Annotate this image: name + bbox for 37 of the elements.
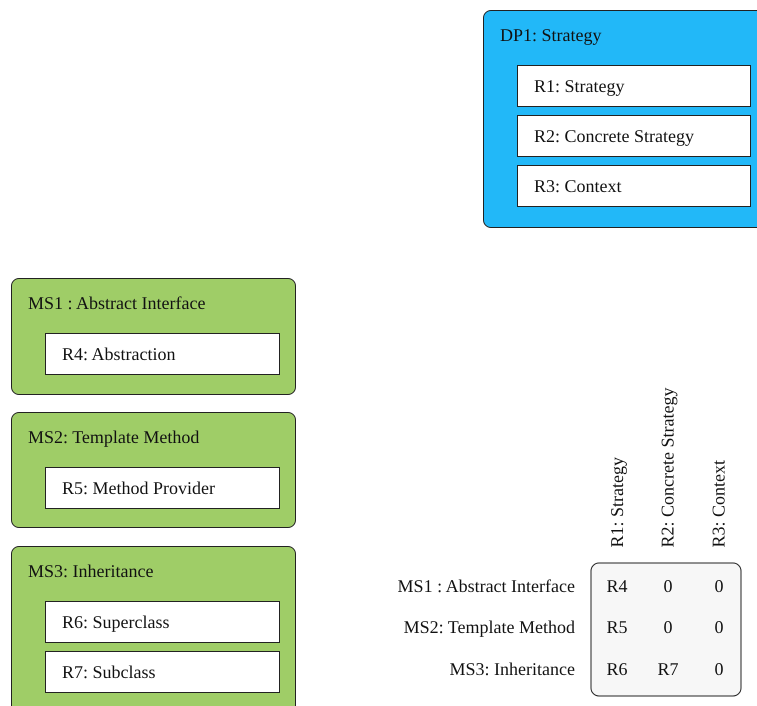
row-header: MS3: Inheritance xyxy=(450,659,575,680)
matrix-cell: 0 xyxy=(714,576,724,597)
group-box xyxy=(11,546,296,706)
matrix-cell: 0 xyxy=(714,617,724,638)
matrix-cell: 0 xyxy=(664,617,672,638)
row-header: MS2: Template Method xyxy=(404,617,575,638)
matrix-cell: R6 xyxy=(606,659,628,680)
role-label: R7: Subclass xyxy=(61,662,156,682)
row-header: MS1 : Abstract Interface xyxy=(398,576,575,597)
role-label: R3: Context xyxy=(533,176,622,196)
group-title: MS3: Inheritance xyxy=(28,561,154,582)
group-title: MS2: Template Method xyxy=(28,427,200,448)
role-label: R1: Strategy xyxy=(533,76,624,96)
role-label: R5: Method Provider xyxy=(61,478,215,498)
role-label: R2: Concrete Strategy xyxy=(533,126,694,146)
role-box xyxy=(517,165,751,207)
column-header: R1: Strategy xyxy=(606,457,628,548)
matrix-cell: 0 xyxy=(714,659,724,680)
role-label: R6: Superclass xyxy=(61,612,170,632)
matrix-cell: R5 xyxy=(606,617,628,638)
column-header: R2: Concrete Strategy xyxy=(658,388,678,548)
role-box xyxy=(45,601,280,643)
role-box xyxy=(45,467,280,509)
role-box xyxy=(517,115,751,157)
column-header: R3: Context xyxy=(708,460,730,548)
matrix-cell: R7 xyxy=(657,659,678,680)
role-box xyxy=(45,651,280,693)
role-box xyxy=(517,65,751,107)
group-box xyxy=(11,412,296,528)
role-box xyxy=(45,333,280,375)
group-box xyxy=(483,10,757,228)
matrix-cell: 0 xyxy=(664,576,672,597)
role-label: R4: Abstraction xyxy=(61,344,176,364)
group-box xyxy=(11,278,296,395)
group-title: MS1 : Abstract Interface xyxy=(28,293,206,314)
matrix-cell: R4 xyxy=(606,576,628,597)
group-title: DP1: Strategy xyxy=(500,25,602,46)
